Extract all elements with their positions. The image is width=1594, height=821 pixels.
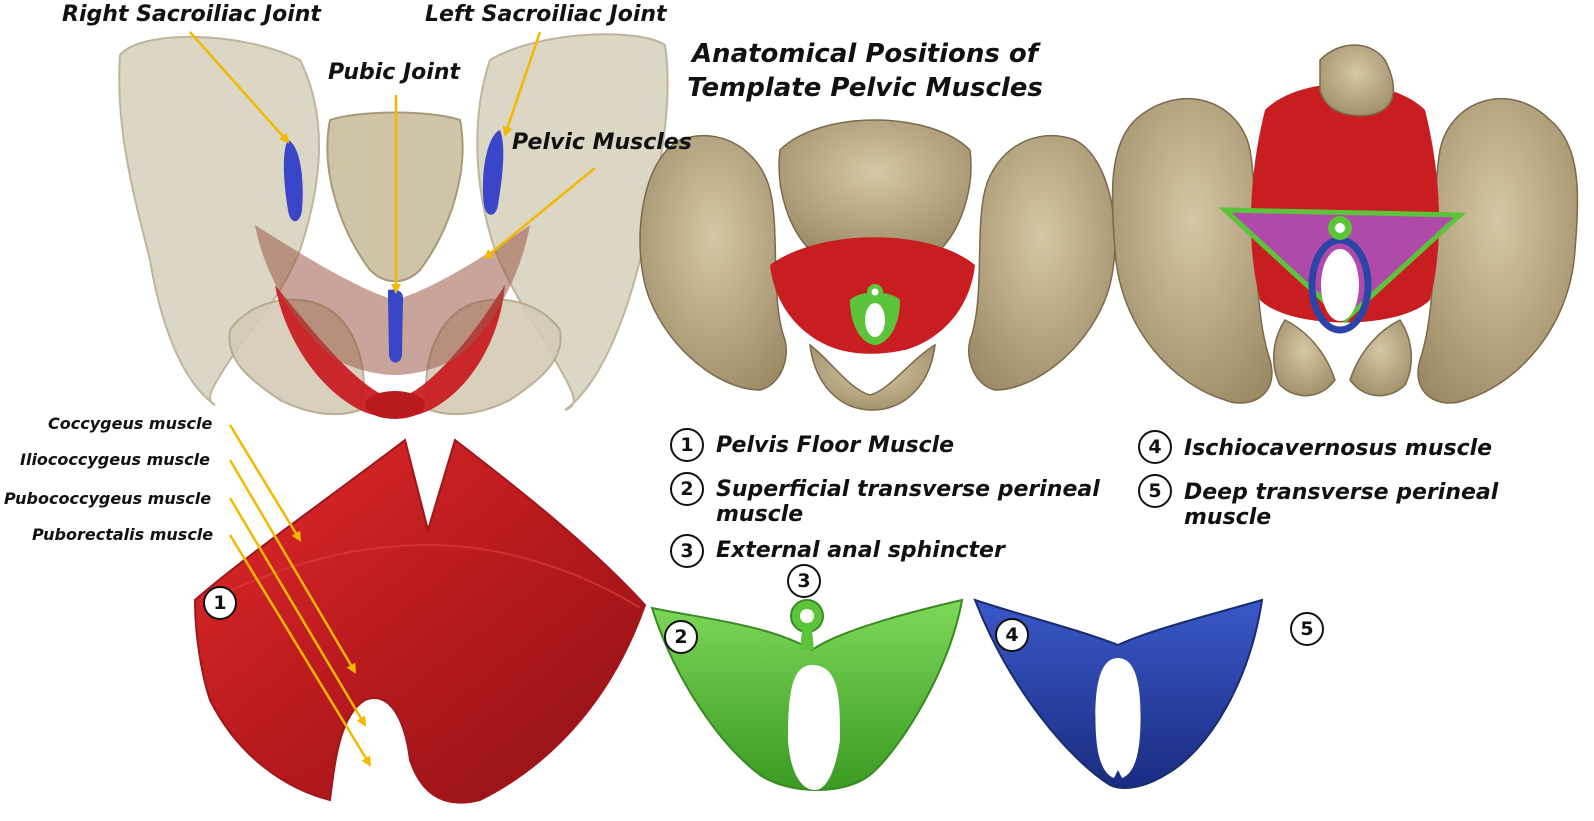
ischiocavernosus-shape xyxy=(973,598,1264,789)
pelvis-floor-view xyxy=(639,119,1116,411)
legend-marker-3: 3 xyxy=(670,534,704,568)
legend-marker-1: 1 xyxy=(670,428,704,462)
pelvis-front-view xyxy=(118,33,669,419)
arrow-left-si-joint xyxy=(502,31,542,137)
arrow-puborectalis xyxy=(228,534,372,767)
shape-marker-1: 1 xyxy=(203,586,237,620)
arrow-pelvic-muscles xyxy=(483,167,596,260)
legend-text-3: External anal sphincter xyxy=(716,538,1005,563)
figure-title-line2: Template Pelvic Muscles xyxy=(687,72,1043,103)
arrow-pubococcygeus xyxy=(228,497,367,727)
legend-marker-5: 5 xyxy=(1138,474,1172,508)
annotation-arrows xyxy=(189,31,596,767)
label-coccygeus-muscle: Coccygeus muscle xyxy=(48,414,213,433)
label-pelvic-muscles: Pelvic Muscles xyxy=(512,130,692,155)
shape-marker-4: 4 xyxy=(995,618,1029,652)
label-puborectalis-muscle: Puborectalis muscle xyxy=(32,525,214,544)
label-pubic-joint: Pubic Joint xyxy=(328,60,461,85)
superficial-transverse-perineal-shape xyxy=(650,598,964,791)
label-left-sacroiliac-joint: Left Sacroiliac Joint xyxy=(425,2,667,27)
legend-marker-4: 4 xyxy=(1138,430,1172,464)
shape-marker-3: 3 xyxy=(787,564,821,598)
arrow-iliococcygeus xyxy=(228,459,357,674)
legend-text-1: Pelvis Floor Muscle xyxy=(716,433,955,458)
legend-text-5: Deep transverse perineal muscle xyxy=(1184,480,1499,531)
label-iliococcygeus-muscle: Iliococcygeus muscle xyxy=(20,450,210,469)
pelvis-perineal-view xyxy=(1111,44,1579,404)
arrow-right-si-joint xyxy=(189,31,290,144)
figure-title: Anatomical Positions of Template Pelvic … xyxy=(685,38,1045,106)
legend-text-2: Superficial transverse perineal muscle xyxy=(716,477,1100,528)
legend-text-4: Ischiocavernosus muscle xyxy=(1184,436,1493,461)
arrow-coccygeus xyxy=(228,424,302,542)
legend-marker-2: 2 xyxy=(670,472,704,506)
figure-title-line1: Anatomical Positions of xyxy=(691,39,1039,69)
shape-marker-2: 2 xyxy=(664,620,698,654)
label-pubococcygeus-muscle: Pubococcygeus muscle xyxy=(4,489,212,508)
label-right-sacroiliac-joint: Right Sacroiliac Joint xyxy=(62,2,321,27)
pelvic-floor-muscle-shape xyxy=(193,438,647,804)
shape-marker-5: 5 xyxy=(1290,612,1324,646)
